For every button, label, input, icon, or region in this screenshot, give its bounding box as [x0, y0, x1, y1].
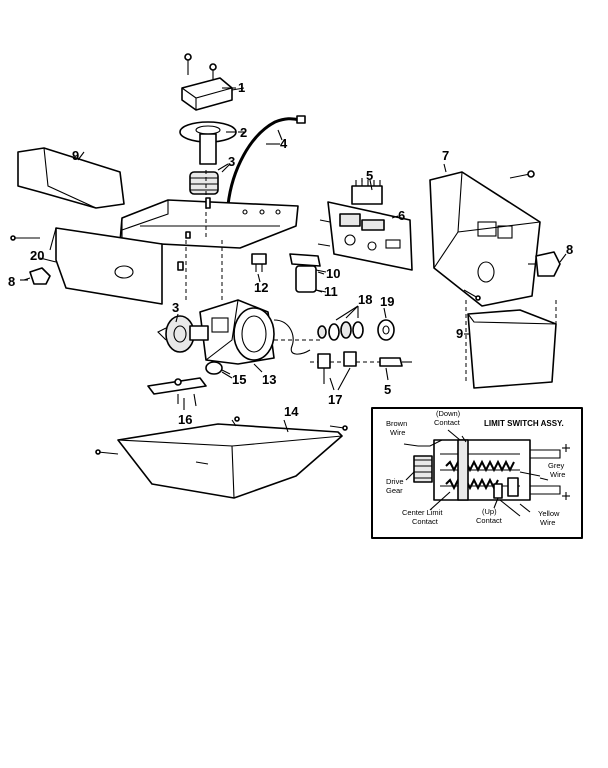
callout-15: 15: [232, 372, 246, 387]
part-4-cable: [226, 115, 306, 206]
label-grey-wire-2: Wire: [550, 470, 565, 479]
callout-20: 20: [30, 248, 44, 263]
label-up-contact: (Up): [482, 507, 497, 516]
callout-5-lower: 5: [384, 382, 391, 397]
label-center-limit-2: Contact: [412, 517, 439, 526]
label-grey-wire: Grey: [548, 461, 565, 470]
label-down-contact-2: Contact: [434, 418, 461, 427]
inset-title: LIMIT SWITCH ASSY.: [484, 419, 564, 428]
callout-11: 11: [324, 284, 338, 299]
motor-wiring: [273, 319, 320, 355]
part-1-bracket: [181, 53, 245, 111]
part-9-lens-left: [17, 147, 125, 209]
label-brown-wire: Brown: [386, 419, 407, 428]
chassis-frame: [10, 170, 299, 300]
part-19-coupler: [377, 319, 395, 341]
callout-9-right: 9: [456, 326, 463, 341]
callout-14: 14: [284, 404, 299, 419]
part-14-bottom-pan: [95, 416, 348, 499]
part-17-switches: [310, 351, 357, 384]
part-6-circuit-board: [317, 201, 413, 271]
callout-2: 2: [240, 125, 247, 140]
label-up-contact-2: Contact: [476, 516, 503, 525]
callout-16: 16: [178, 412, 192, 427]
callout-1: 1: [238, 80, 245, 95]
callout-19: 19: [380, 294, 394, 309]
label-drive-gear-2: Gear: [386, 486, 403, 495]
part-8-socket-right: [528, 251, 561, 277]
callout-4: 4: [280, 136, 288, 151]
callout-9: 9: [72, 148, 79, 163]
part-12-clip: [251, 253, 267, 272]
label-yellow-wire: Yellow: [538, 509, 560, 518]
label-brown-wire-2: Wire: [390, 428, 405, 437]
part-18-bearings: [317, 321, 364, 341]
part-8-socket-left: [23, 267, 51, 285]
drive-gear: [413, 455, 433, 483]
callout-18: 18: [358, 292, 372, 307]
label-center-limit: Center Limit: [402, 508, 443, 517]
callout-5: 5: [366, 168, 373, 183]
callout-7: 7: [442, 148, 449, 163]
callout-13: 13: [262, 372, 276, 387]
limit-switch-inset: LIMIT SWITCH ASSY.: [371, 407, 583, 539]
part-3-sprocket-upper: [189, 163, 229, 195]
part-7-housing: [429, 170, 541, 307]
callout-10: 10: [326, 266, 340, 281]
part-5-terminal: [351, 179, 383, 205]
callout-3: 3: [228, 154, 235, 169]
part-3-sprocket-lower: [157, 315, 209, 353]
callout-17: 17: [328, 392, 342, 407]
limit-switch-body: [433, 439, 570, 501]
callout-8: 8: [566, 242, 573, 257]
part-16-trolley-bracket: [147, 377, 207, 407]
part-10-11-capacitor: [289, 253, 327, 293]
label-drive-gear: Drive: [386, 477, 404, 486]
callout-numbers: 1 2 3 4 5 6 7 8 9 20 8 10 11 12 3 13 15 …: [8, 80, 573, 427]
part-15-gear: [205, 361, 231, 375]
callout-3-lower: 3: [172, 300, 179, 315]
callout-8-left: 8: [8, 274, 15, 289]
part-13-motor: [199, 299, 275, 365]
label-down-contact: (Down): [436, 409, 461, 418]
part-20-cover: [49, 227, 163, 305]
part-9-lens-right: [465, 300, 557, 389]
callout-6: 6: [398, 208, 405, 223]
part-5-wire-lead: [356, 357, 412, 367]
callout-12: 12: [254, 280, 268, 295]
label-yellow-wire-2: Wire: [540, 518, 555, 527]
callout-leaders: [20, 87, 567, 433]
